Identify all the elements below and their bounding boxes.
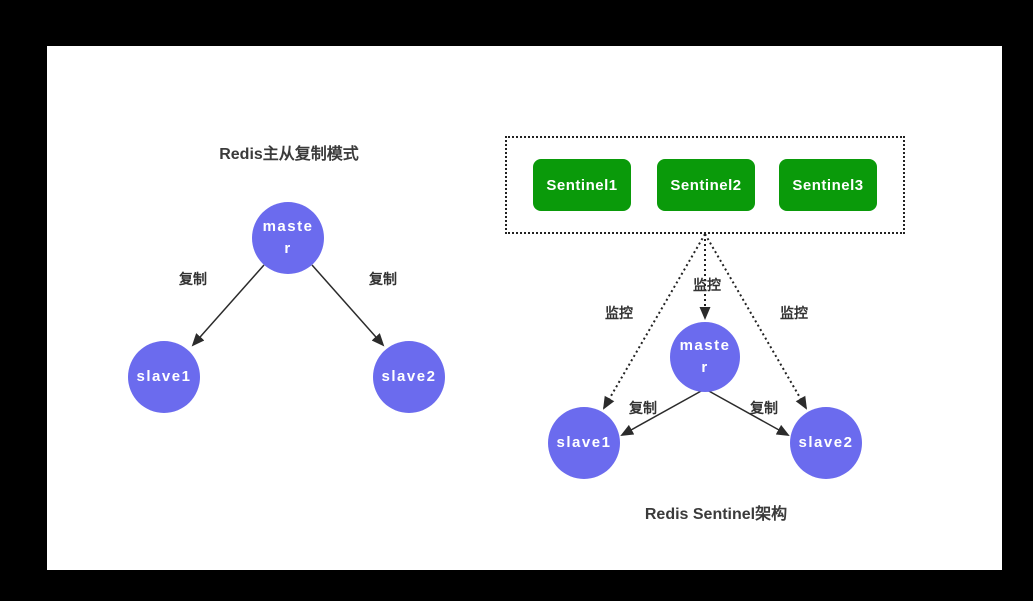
right-slave1-label: slave1	[556, 434, 612, 452]
left-slave2-node: slave2	[373, 341, 445, 413]
right-slave2-node: slave2	[790, 407, 862, 479]
diagram-canvas: Redis主从复制模式 master slave1 slave2 复制 复制 S…	[47, 46, 1002, 570]
right-replicate-label-1: 复制	[629, 400, 657, 416]
left-slave1-label: slave1	[136, 368, 192, 386]
right-slave1-node: slave1	[548, 407, 620, 479]
left-master-node: master	[252, 202, 324, 274]
right-replicate-label-2: 复制	[750, 400, 778, 416]
left-replicate-label-1: 复制	[179, 271, 207, 287]
right-diagram-title: Redis Sentinel架构	[644, 506, 788, 523]
right-master-label: master	[679, 337, 731, 376]
monitor-label-center: 监控	[693, 277, 721, 293]
sentinel-group-box	[505, 136, 905, 234]
left-diagram-title: Redis主从复制模式	[219, 146, 359, 163]
sentinel1-box: Sentinel1	[533, 159, 631, 211]
right-master-node: master	[670, 322, 740, 392]
left-slave1-node: slave1	[128, 341, 200, 413]
monitor-label-right: 监控	[780, 305, 808, 321]
sentinel3-box: Sentinel3	[779, 159, 877, 211]
right-slave2-label: slave2	[798, 434, 854, 452]
left-replicate-label-2: 复制	[369, 271, 397, 287]
monitor-label-left: 监控	[605, 305, 633, 321]
left-slave2-label: slave2	[381, 368, 437, 386]
left-master-label: master	[262, 218, 314, 257]
diagram-edges	[191, 233, 808, 436]
sentinel2-box: Sentinel2	[657, 159, 755, 211]
